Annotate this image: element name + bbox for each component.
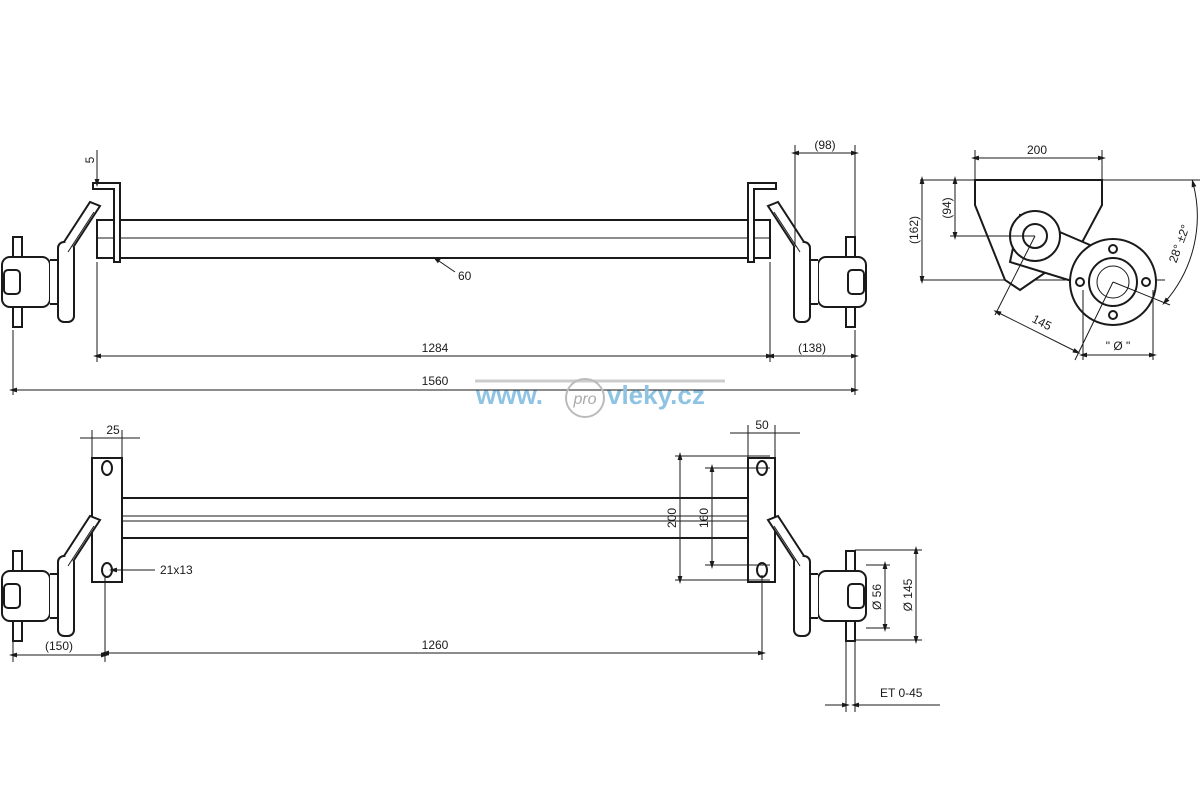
svg-text:www.: www.: [475, 380, 543, 410]
dim-hub-right: (98): [814, 138, 835, 152]
dim-plate-left: 25: [106, 423, 120, 437]
dim-mount-span: 1260: [422, 638, 449, 652]
dim-hole-inner: 160: [697, 508, 711, 528]
right-hub-bottom: [767, 515, 867, 642]
dim-height-total: (162): [907, 216, 921, 244]
right-hub: [767, 201, 867, 328]
bottom-view: 25 50 200 160 21x13 (150) 1260 Ø 56 Ø 14…: [1, 418, 940, 712]
right-bracket: [747, 182, 777, 263]
dim-hole-outer: 200: [665, 508, 679, 528]
dim-angle: 28° ±2°: [1166, 222, 1193, 264]
axle-tube-bottom: [119, 497, 749, 539]
dim-hub-pcd: Ø 145: [901, 578, 915, 611]
dim-left-overhang: (150): [45, 639, 73, 653]
svg-text:pro: pro: [572, 391, 596, 408]
left-hub-bottom: [1, 515, 101, 642]
left-bracket: [92, 182, 121, 263]
offset-label: ET 0-45: [880, 686, 923, 700]
dim-plate-right: 50: [755, 418, 769, 432]
watermark: www. pro vleky.cz: [475, 378, 725, 418]
dim-total: 1560: [422, 374, 449, 388]
tube-size-label: 60: [458, 269, 472, 283]
svg-text:vleky.cz: vleky.cz: [607, 380, 705, 410]
top-view: 5 (98) 60 1284 (138) 1560: [1, 138, 867, 395]
dim-bracket-offset: 5: [83, 156, 97, 163]
axle-tube: [96, 219, 771, 259]
dim-hub-bore: Ø 56: [870, 584, 884, 610]
dim-bracket-width: 200: [1027, 143, 1047, 157]
dim-height-eye: (94): [940, 197, 954, 218]
dim-track-inner: 1284: [422, 341, 449, 355]
hole-size-label: 21x13: [160, 563, 193, 577]
side-view: 200 (162) (94) 28° ±2° 145 " Ø ": [907, 143, 1200, 361]
left-hub: [1, 201, 101, 328]
dim-right-overhang: (138): [798, 341, 826, 355]
dim-bolt-circle: " Ø ": [1106, 339, 1131, 353]
